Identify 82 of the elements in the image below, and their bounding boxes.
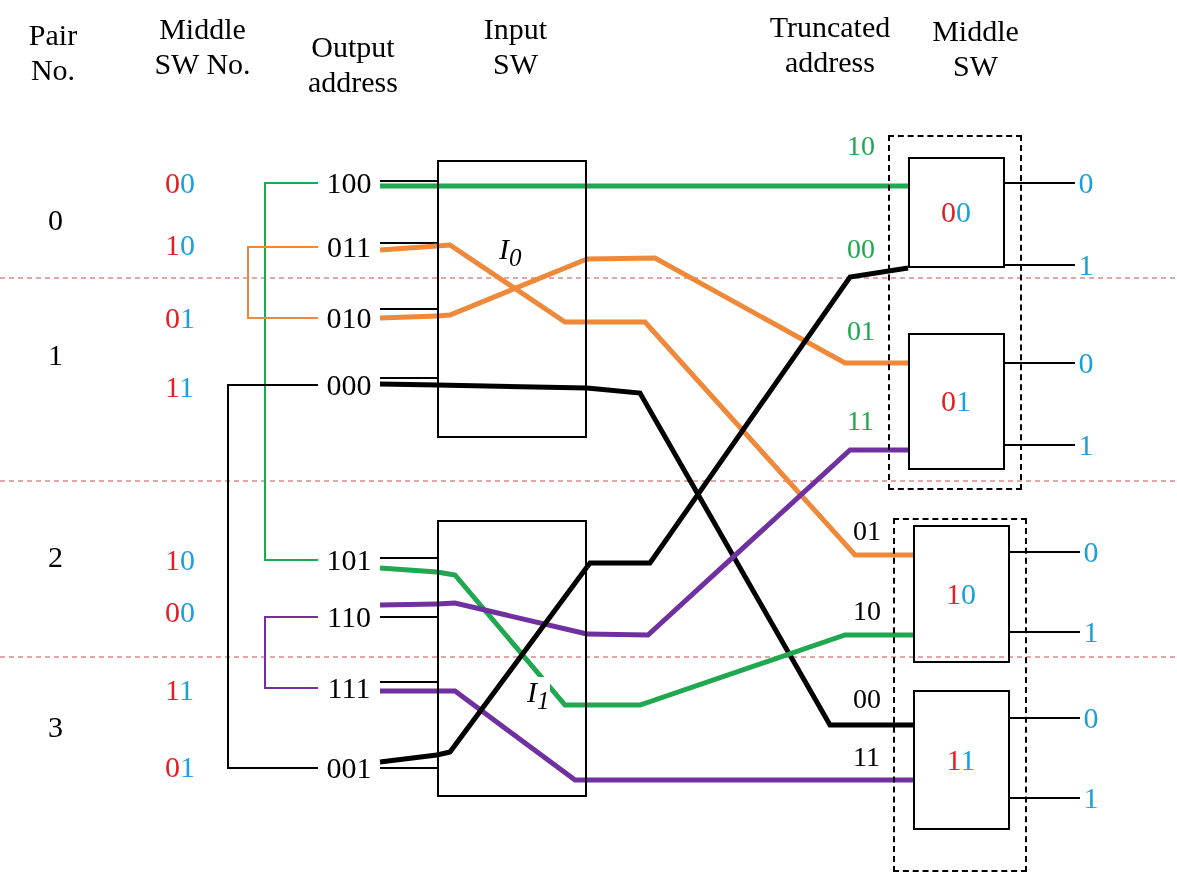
address-label: 101 [318, 545, 380, 575]
pair-number: 1 [48, 340, 63, 370]
switch-number: 01 [165, 752, 195, 782]
route-line [379, 752, 438, 765]
route-line [379, 313, 438, 321]
connector-line [379, 681, 438, 683]
route-line [586, 385, 913, 728]
switch-box [912, 524, 1010, 663]
address-label: 011 [318, 232, 380, 262]
connector-line [1004, 362, 1076, 364]
switch-number: 10 [946, 576, 976, 611]
connector-line [379, 308, 438, 310]
output-label: 1 [1075, 250, 1097, 280]
connector-line [264, 182, 319, 561]
pair-number: 3 [48, 712, 63, 742]
route-line [586, 255, 908, 366]
route-line [379, 243, 438, 253]
column-header: Middle SW [931, 14, 1020, 83]
dashed-group-box [893, 518, 1027, 872]
switch-box [437, 520, 587, 797]
route-line [379, 565, 438, 575]
switch-box [907, 156, 1005, 268]
column-header: Output address [307, 30, 399, 99]
output-label: 0 [1080, 703, 1102, 733]
address-label: 100 [318, 168, 380, 198]
connector-line [1004, 444, 1076, 446]
connector-line [379, 767, 438, 769]
connector-line [1004, 182, 1076, 184]
address-label: 110 [318, 602, 380, 632]
switch-number: 11 [165, 372, 194, 402]
route-line [587, 632, 913, 708]
connector-line [227, 384, 319, 769]
connector-line [379, 180, 438, 182]
address-label: 001 [318, 753, 380, 783]
switch-number: 01 [165, 303, 195, 333]
route-line [587, 777, 913, 783]
output-label: 0 [1080, 537, 1102, 567]
switch-number: 11 [165, 675, 194, 705]
column-header: Middle SW No. [153, 12, 252, 81]
connector-line [247, 246, 319, 319]
output-label: 1 [1075, 430, 1097, 460]
switch-number: 01 [941, 384, 971, 418]
switch-number: 00 [165, 597, 195, 627]
output-label: 1 [1080, 783, 1102, 813]
switch-number: 10 [165, 545, 195, 575]
pair-number: 0 [48, 205, 63, 235]
dashed-group-box [888, 135, 1022, 490]
route-line [379, 381, 438, 388]
pair-number: 2 [48, 542, 63, 572]
switch-number: 00 [165, 168, 195, 198]
column-header: Truncated address [768, 10, 892, 79]
address-label: 000 [318, 370, 380, 400]
route-line [587, 183, 908, 189]
switch-number: 00 [941, 195, 971, 229]
connector-line [1009, 551, 1081, 553]
connector-line [264, 616, 319, 689]
switch-box [907, 332, 1005, 470]
switch-box [912, 689, 1010, 830]
route-line [585, 265, 909, 569]
column-header: Input SW [482, 12, 549, 81]
connector-line [379, 557, 438, 559]
switch-box [437, 160, 587, 438]
output-label: 0 [1075, 168, 1097, 198]
connector-line [1004, 264, 1076, 266]
connector-line [379, 242, 438, 244]
route-line [379, 601, 438, 608]
connector-line [379, 616, 438, 618]
output-label: 0 [1075, 348, 1097, 378]
connector-line [1009, 631, 1081, 633]
column-header: Pair No. [27, 18, 79, 87]
address-label: 010 [318, 303, 380, 333]
connector-line [1009, 717, 1081, 719]
switch-number: 10 [165, 230, 195, 260]
address-label: 111 [318, 673, 380, 703]
output-label: 1 [1080, 617, 1102, 647]
route-line [586, 447, 908, 638]
route-line [587, 319, 913, 558]
route-line [380, 688, 437, 694]
connector-line [379, 377, 438, 379]
switch-number: 11 [946, 742, 976, 777]
route-line [380, 183, 437, 189]
connector-line [1009, 797, 1081, 799]
